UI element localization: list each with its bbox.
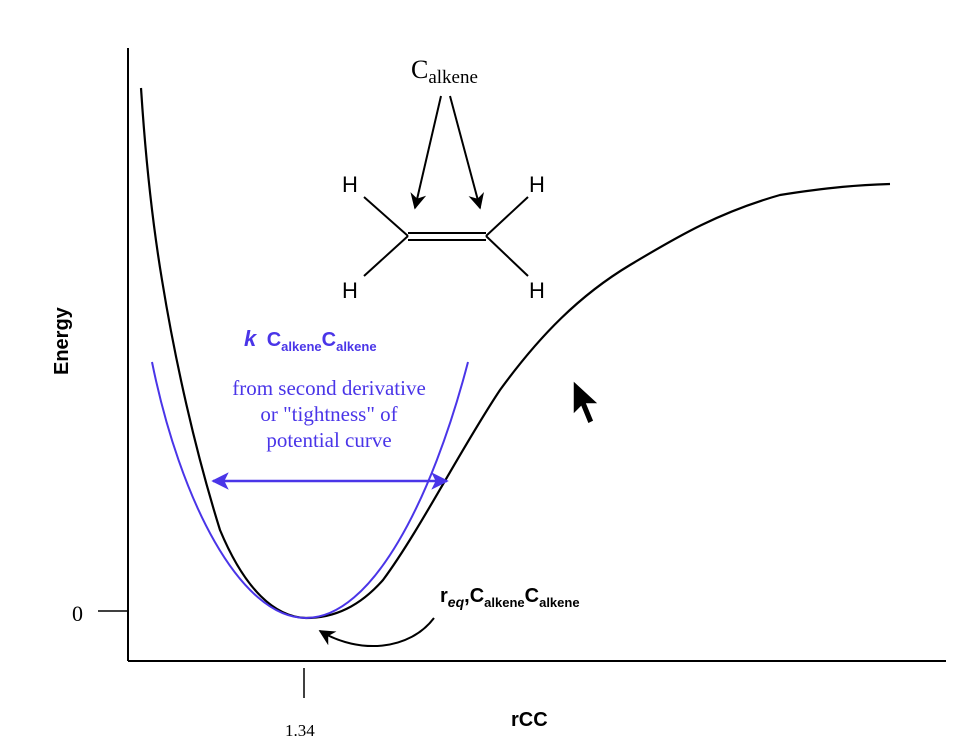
force-constant-label: k CalkeneCalkene: [244, 326, 377, 354]
force-constant-desc-line1: from second derivative: [232, 376, 426, 400]
y-axis-label: Energy: [51, 306, 73, 375]
carbon-pointer-left: [410, 95, 442, 210]
hydrogen-top-right: H: [529, 172, 545, 197]
force-constant-desc-line3: potential curve: [266, 428, 391, 452]
equilibrium-pointer: [318, 617, 435, 648]
mouse-cursor-icon: [572, 378, 601, 426]
x-axis-label: rCC: [511, 709, 548, 731]
potential-curve: [139, 87, 891, 620]
hydrogen-bottom-right: H: [529, 278, 545, 303]
ethylene-structure: H H H H: [342, 172, 545, 303]
force-constant-desc-line2: or "tightness" of: [260, 402, 397, 426]
hydrogen-bottom-left: H: [342, 278, 358, 303]
hydrogen-top-left: H: [342, 172, 358, 197]
equilibrium-label: req,CalkeneCalkene: [440, 585, 580, 610]
carbon-alkene-label: Calkene: [411, 55, 478, 88]
harmonic-parabola: [151, 361, 469, 620]
carbon-pointer-right: [449, 95, 485, 210]
y-tick-label: 0: [72, 601, 83, 626]
x-tick-label: 1.34: [285, 721, 315, 740]
